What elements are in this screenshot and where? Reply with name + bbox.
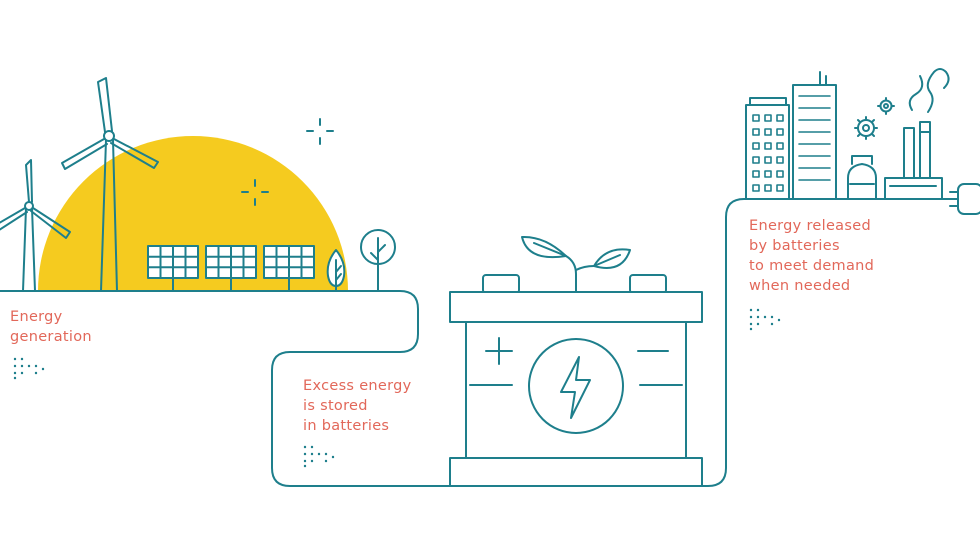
gear-icon [854, 116, 878, 140]
tree-icon [326, 249, 346, 292]
plus-sign [485, 337, 513, 365]
tree-icon [360, 229, 396, 292]
solar-panel-icon [147, 245, 199, 292]
step-label-release: Energy released by batteries to meet dem… [749, 216, 874, 296]
office-building-icon [745, 97, 790, 200]
wind-turbine-icon [61, 77, 159, 292]
step-label-storage: Excess energy is stored in batteries [303, 376, 412, 436]
wind-turbine-icon [0, 159, 71, 292]
dots-icon [13, 357, 45, 380]
plant-icon [521, 235, 631, 293]
label-line: when needed [749, 278, 851, 294]
label-line: in batteries [303, 418, 390, 434]
sparkle-icon [306, 118, 334, 145]
label-line: is stored [303, 398, 368, 414]
label-line: Excess energy [303, 378, 412, 394]
power-plug-icon [949, 183, 980, 215]
solar-panel-icon [263, 245, 315, 292]
flow-path [0, 198, 980, 487]
battery-icon [449, 274, 703, 487]
label-line: to meet demand [749, 258, 875, 274]
label-line: Energy released [749, 218, 871, 234]
lightning-bolt-icon [528, 338, 624, 434]
dots-icon [303, 445, 335, 468]
dots-icon [749, 308, 781, 331]
step-label-generation: Energy generation [10, 307, 92, 347]
label-line: Energy [10, 309, 63, 325]
sparkle-icon [241, 179, 269, 206]
gear-icon [877, 97, 895, 115]
label-line: by batteries [749, 238, 840, 254]
label-line: generation [10, 329, 92, 345]
solar-panel-icon [205, 245, 257, 292]
factory-icon [847, 68, 950, 200]
office-building-icon [792, 71, 837, 200]
